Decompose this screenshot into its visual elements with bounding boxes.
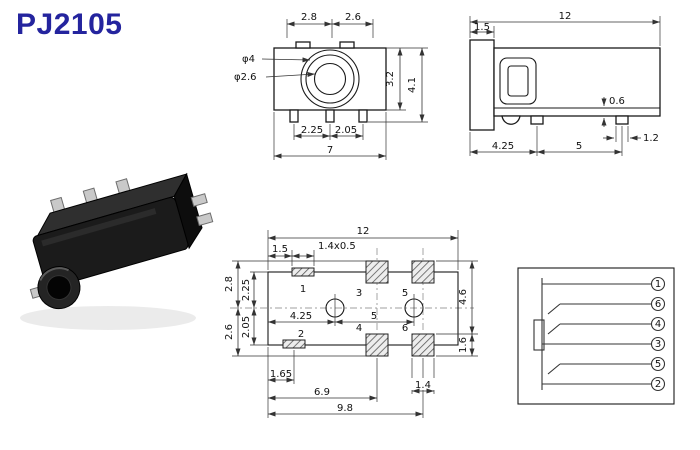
dim-label-12: 12 [559,11,572,22]
front-view-object [273,41,387,123]
footprint-object: 1 3 5 2 4 6 [230,248,474,357]
connector-highlight [41,208,157,247]
dim-label-2-6: 2.6 [345,12,361,23]
dim-label-0-6: 0.6 [609,96,625,107]
dim-label-2-05: 2.05 [241,316,252,338]
pad-5 [411,260,435,284]
product-photo [20,172,214,330]
dim-label-12: 12 [357,226,370,237]
dim-label-2-25: 2.25 [241,279,252,301]
dim-label-1-5: 1.5 [272,244,288,255]
dim-label-2-6: 2.6 [224,324,235,340]
schematic-symbol [533,278,651,390]
connector-body [29,172,214,310]
part-number-title: PJ2105 [16,8,123,41]
dim-label-4-1: 4.1 [407,77,418,93]
dim-label-3-2: 3.2 [385,71,396,87]
dim-label-2-05: 2.05 [335,125,357,136]
pad-label-3: 3 [356,288,362,299]
pin-number: 2 [655,379,661,390]
dim-label-1-65: 1.65 [270,369,292,380]
pad-label-6: 6 [402,323,408,334]
dim-label-1-6: 1.6 [458,337,469,353]
front-view-drawing: 2.8 2.6 φ4 φ2.6 3.2 4.1 2.25 2.05 7 [234,12,428,160]
dim-label-7: 7 [327,145,333,156]
pad-2 [282,339,306,349]
pin-number: 4 [655,319,661,330]
dim-label-2-8: 2.8 [301,12,317,23]
pad-3 [365,260,389,284]
schematic-pins: 1 6 4 3 5 2 [650,276,666,392]
dim-label-1-5: 1.5 [474,22,490,33]
pin-number: 6 [655,299,661,310]
side-view-drawing: 12 1.5 0.6 1.2 4.25 5 [469,11,661,156]
dim-text-backing [409,378,437,390]
connector-pin [196,212,214,227]
side-view-object [469,39,661,131]
pad-label-1: 1 [300,284,306,295]
dim-label-5: 5 [371,311,377,322]
pad-label-4: 4 [356,323,362,334]
barrel-highlight [39,267,69,281]
connector-pin [190,193,208,207]
dim-label-6-9: 6.9 [314,387,330,398]
pad-1 [291,267,315,277]
pin-number: 3 [655,339,661,350]
pad-4 [365,333,389,357]
front-view-dimensions: 2.8 2.6 φ4 φ2.6 3.2 4.1 2.25 2.05 7 [234,12,428,160]
footprint-dimensions: 12 1.5 1.4x0.5 2.8 2.6 2.25 2.05 4.25 [224,226,478,418]
pad-6 [411,333,435,357]
pad-label-5: 5 [402,288,408,299]
photo-shadow [20,306,196,330]
schematic-border [517,267,675,405]
dim-label-5: 5 [576,141,582,152]
dim-label-1-4: 1.4 [415,380,431,391]
jack-hole [46,275,72,301]
dim-label-4-6: 4.6 [458,289,469,305]
dim-label-pad1-size: 1.4x0.5 [318,241,356,252]
schematic-diagram: 1 6 4 3 5 2 [517,267,675,405]
dim-label-1-2: 1.2 [643,133,659,144]
dim-label-2-8: 2.8 [224,276,235,292]
pin-number: 1 [655,279,661,290]
dim-label-4-25: 4.25 [492,141,514,152]
dim-label-9-8: 9.8 [337,403,353,414]
dim-label-4-25: 4.25 [290,311,312,322]
footprint-drawing: 1 3 5 2 4 6 12 1.5 1.4x0.5 2.8 2.6 [224,226,478,418]
side-view-dimensions: 12 1.5 0.6 1.2 4.25 5 [469,11,661,156]
dim-label-dia2-6: φ2.6 [234,72,257,83]
dim-label-dia4: φ4 [242,54,255,65]
pad-label-2: 2 [298,329,304,340]
pin-number: 5 [655,359,661,370]
dim-label-2-25: 2.25 [301,125,323,136]
connector-front-face [32,196,189,289]
